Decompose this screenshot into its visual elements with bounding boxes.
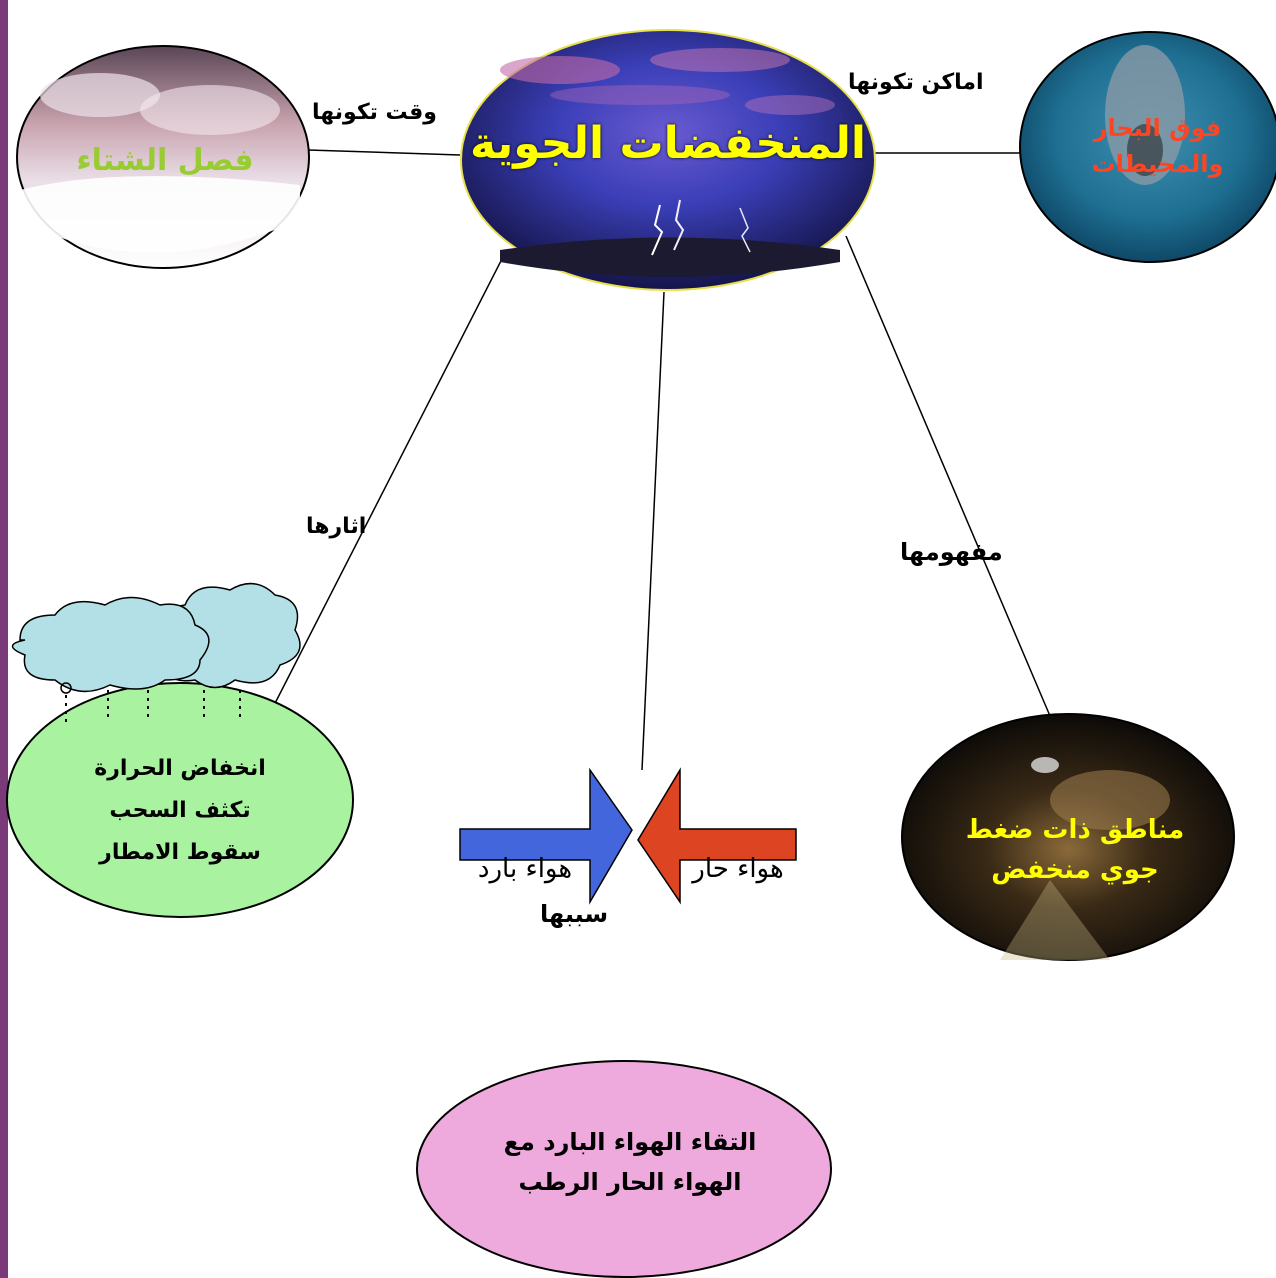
concept-node-text: مناطق ذات ضغط جوي منخفض (925, 810, 1225, 890)
sea-line-2: والمحيطات (1091, 150, 1224, 178)
connector-effects (267, 252, 506, 718)
effects-node-text: انخفاض الحرارة تكثف السحب سقوط الامطار (30, 748, 330, 874)
link-effects-label: اثارها (306, 514, 367, 539)
cause-line-1: التقاء الهواء البارد مع (503, 1128, 757, 1156)
hot-air-arrow (637, 767, 797, 905)
cold-air-label: هواء بارد (477, 854, 573, 884)
connector-time (307, 149, 461, 156)
cause-node (416, 1060, 832, 1278)
link-time-label: وقت تكونها (312, 100, 437, 125)
effects-node (6, 682, 354, 918)
concept-line-1: مناطق ذات ضغط (965, 815, 1185, 845)
center-title: المنخفضات الجوية (470, 118, 866, 169)
link-places-label: اماكن تكونها (848, 70, 984, 95)
sea-line-1: فوق البحار (1093, 114, 1222, 142)
winter-node (16, 45, 310, 269)
cause-node-text: التقاء الهواء البارد مع الهواء الحار الر… (440, 1122, 820, 1202)
link-concept-label: مفهومها (900, 538, 1003, 566)
sea-node-text: فوق البحار والمحيطات (1040, 110, 1275, 182)
connector-concept (845, 235, 1051, 717)
effects-line-3: سقوط الامطار (99, 840, 261, 865)
link-cause-label: سببها (540, 900, 609, 928)
cause-line-2: الهواء الحار الرطب (518, 1168, 742, 1196)
cloud-icon (11, 582, 301, 722)
hot-air-label: هواء حار (692, 854, 784, 884)
concept-node (901, 713, 1235, 961)
dolphin-icon (1105, 45, 1185, 185)
effects-line-1: انخفاض الحرارة (94, 756, 266, 781)
cold-air-arrow (459, 767, 633, 905)
concept-line-2: جوي منخفض (991, 855, 1159, 885)
connector-cause (641, 291, 665, 771)
effects-line-2: تكثف السحب (109, 798, 251, 823)
lightning-icon (651, 204, 664, 256)
winter-node-text: فصل الشتاء (76, 143, 254, 178)
left-border (0, 0, 8, 1278)
center-node (460, 29, 876, 291)
sea-node (1019, 31, 1276, 263)
